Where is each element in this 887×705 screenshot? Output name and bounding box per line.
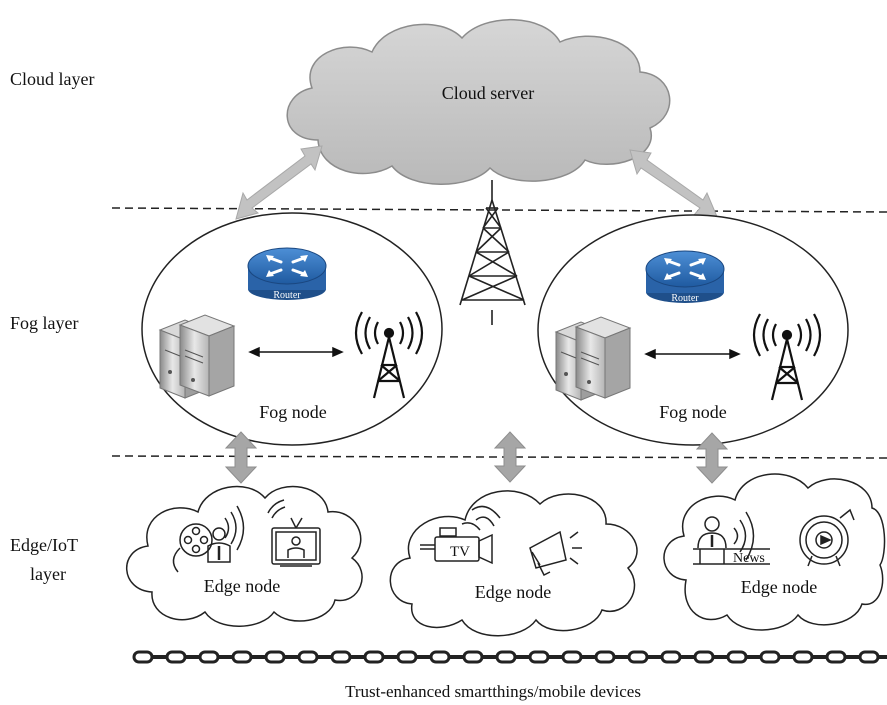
server-icon bbox=[158, 314, 236, 399]
chain-link bbox=[528, 650, 550, 664]
chain-link bbox=[745, 655, 762, 659]
chain-link bbox=[712, 655, 729, 659]
chain-link bbox=[165, 650, 187, 664]
tv-camera-icon bbox=[420, 505, 501, 565]
tv-news-icon bbox=[267, 499, 321, 567]
fog-edge-separator bbox=[111, 455, 887, 459]
chain-link bbox=[429, 650, 451, 664]
chain-link bbox=[217, 655, 234, 659]
chain-link bbox=[151, 655, 168, 659]
fog-node-right: Router bbox=[537, 214, 849, 446]
chain-link bbox=[778, 655, 795, 659]
chain-link bbox=[792, 650, 814, 664]
chain-link bbox=[858, 650, 880, 664]
chain-link bbox=[396, 650, 418, 664]
chain-link bbox=[132, 650, 154, 664]
chain-link bbox=[693, 650, 715, 664]
edge-node-label: Edge node bbox=[741, 577, 817, 597]
chain-link bbox=[547, 655, 564, 659]
cloud-fog-separator bbox=[111, 207, 887, 213]
chain-link bbox=[184, 655, 201, 659]
chain-link bbox=[594, 650, 616, 664]
chain-link bbox=[250, 655, 267, 659]
cloud-fog-link-left bbox=[235, 145, 323, 220]
chain-link bbox=[844, 655, 861, 659]
edge-node-label: Edge node bbox=[204, 576, 280, 596]
chain-link bbox=[877, 655, 887, 659]
news-anchor-icon bbox=[693, 511, 770, 565]
news-label: News bbox=[733, 551, 765, 566]
cloud-server-label: Cloud server bbox=[442, 83, 534, 103]
chain-link bbox=[198, 650, 220, 664]
cloud-fog-link-right bbox=[629, 149, 719, 220]
router-icon: Router bbox=[645, 250, 725, 304]
chain-link bbox=[363, 650, 385, 664]
megaphone-icon bbox=[529, 530, 582, 577]
chain-link bbox=[297, 650, 319, 664]
edge-node-1: Edge node bbox=[125, 485, 363, 627]
chain-link bbox=[627, 650, 649, 664]
cloud-layer-label: Cloud layer bbox=[10, 69, 94, 89]
cloud-server: Cloud server bbox=[286, 19, 671, 185]
chain-link bbox=[561, 650, 583, 664]
antenna-tower-icon bbox=[752, 313, 822, 401]
edge-layer-label-line1: Edge/IoT bbox=[10, 535, 78, 555]
chain-link bbox=[580, 655, 597, 659]
chain-link bbox=[514, 655, 531, 659]
trust-devices-caption: Trust-enhanced smartthings/mobile device… bbox=[345, 682, 641, 701]
chain-link bbox=[349, 655, 366, 659]
fog-edge-link-left bbox=[224, 431, 258, 484]
fog-edge-link-center bbox=[493, 431, 527, 483]
fog-edge-link-right bbox=[695, 432, 729, 484]
bidirectional-arrow-icon bbox=[644, 348, 741, 360]
tv-label: TV bbox=[450, 544, 470, 560]
fog-node-left: Router bbox=[141, 212, 443, 446]
chain-link bbox=[613, 655, 630, 659]
antenna-tower-icon bbox=[354, 311, 424, 399]
chain-link bbox=[448, 655, 465, 659]
chain-link bbox=[462, 650, 484, 664]
chain-link bbox=[481, 655, 498, 659]
edge-layer-label-line2: layer bbox=[30, 564, 66, 584]
chain-link bbox=[382, 655, 399, 659]
fog-node-label: Fog node bbox=[259, 402, 327, 422]
router-label: Router bbox=[273, 290, 301, 301]
chain-link bbox=[283, 655, 300, 659]
edge-node-3: News Edge node bbox=[663, 473, 886, 631]
chain-link bbox=[264, 650, 286, 664]
edge-node-2: TV Edge node bbox=[389, 490, 638, 637]
router-icon: Router bbox=[247, 247, 327, 301]
chain-link bbox=[660, 650, 682, 664]
chain-link bbox=[330, 650, 352, 664]
chain-link bbox=[811, 655, 828, 659]
chain-link bbox=[231, 650, 253, 664]
edge-node-label: Edge node bbox=[475, 582, 551, 602]
chain-link bbox=[316, 655, 333, 659]
film-reel-person-icon bbox=[172, 505, 245, 573]
chain-link bbox=[646, 655, 663, 659]
chain-link bbox=[415, 655, 432, 659]
transmission-tower-icon bbox=[459, 180, 526, 325]
fog-layer-label: Fog layer bbox=[10, 313, 78, 333]
bidirectional-arrow-icon bbox=[248, 346, 344, 358]
chain-link bbox=[726, 650, 748, 664]
chain-link bbox=[495, 650, 517, 664]
router-label: Router bbox=[671, 293, 699, 304]
video-camera-reel-icon bbox=[799, 508, 855, 567]
chain-link bbox=[679, 655, 696, 659]
chain-link bbox=[759, 650, 781, 664]
chain-link bbox=[825, 650, 847, 664]
fog-node-label: Fog node bbox=[659, 402, 727, 422]
chain-link-icon bbox=[132, 650, 887, 664]
server-icon bbox=[554, 316, 632, 401]
